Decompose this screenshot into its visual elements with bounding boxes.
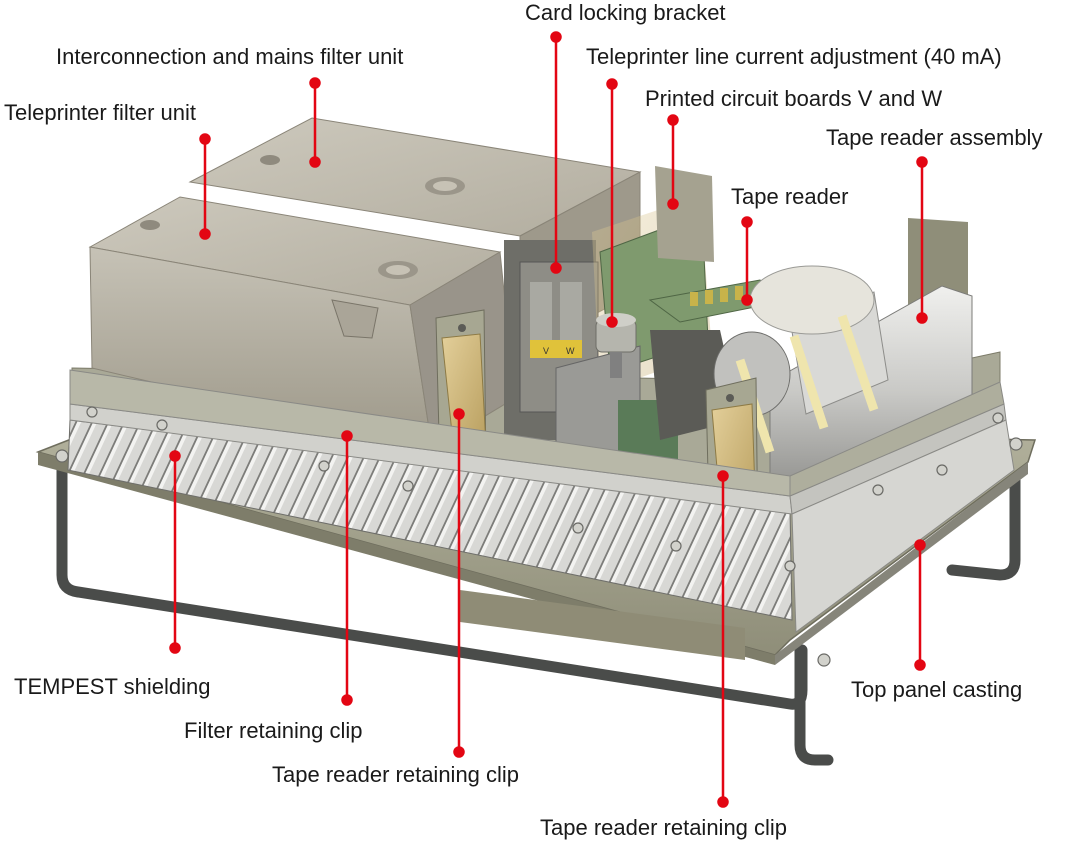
callout-card-locking-bracket	[550, 31, 562, 274]
board-mark-w: W	[566, 346, 575, 356]
callout-interconnection-mains-filter-unit	[309, 77, 321, 168]
casting-right-edge	[775, 462, 1028, 665]
label-interconnection-mains-filter-unit: Interconnection and mains filter unit	[56, 44, 404, 69]
callout-tempest-shielding	[169, 450, 181, 654]
label-tape-reader-assembly: Tape reader assembly	[826, 125, 1043, 150]
callout-teleprinter-filter-unit	[199, 133, 211, 240]
label-top-panel-casting: Top panel casting	[851, 677, 1023, 702]
handle-frame	[56, 464, 1021, 766]
callout-printed-circuit-boards	[667, 114, 679, 210]
label-tape-reader-retaining-clip-1: Tape reader retaining clip	[272, 762, 520, 787]
label-card-locking-bracket: Card locking bracket	[525, 0, 726, 25]
label-teleprinter-filter-unit: Teleprinter filter unit	[4, 100, 196, 125]
callout-tape-reader-retaining-clip-2	[717, 470, 729, 808]
label-teleprinter-line-current: Teleprinter line current adjustment (40 …	[586, 44, 1002, 69]
callout-tape-reader-assembly	[916, 156, 928, 324]
screws	[55, 406, 1023, 667]
label-tape-reader-retaining-clip-2: Tape reader retaining clip	[540, 815, 788, 840]
callout-tape-reader-retaining-clip-1	[453, 408, 465, 758]
callout-filter-retaining-clip	[341, 430, 353, 706]
label-printed-circuit-boards: Printed circuit boards V and W	[645, 86, 943, 111]
label-tempest-shielding: TEMPEST shielding	[14, 674, 211, 699]
label-tape-reader: Tape reader	[731, 184, 849, 209]
tape-reader-assembly	[713, 218, 973, 499]
lower-sub-housing	[460, 590, 745, 660]
board-mark-v: V	[543, 346, 549, 356]
callout-top-panel-casting	[914, 539, 926, 671]
callout-tape-reader	[741, 216, 753, 306]
label-filter-retaining-clip: Filter retaining clip	[184, 718, 363, 743]
tempest-shielding	[67, 369, 1015, 633]
callout-teleprinter-line-current	[606, 78, 618, 328]
